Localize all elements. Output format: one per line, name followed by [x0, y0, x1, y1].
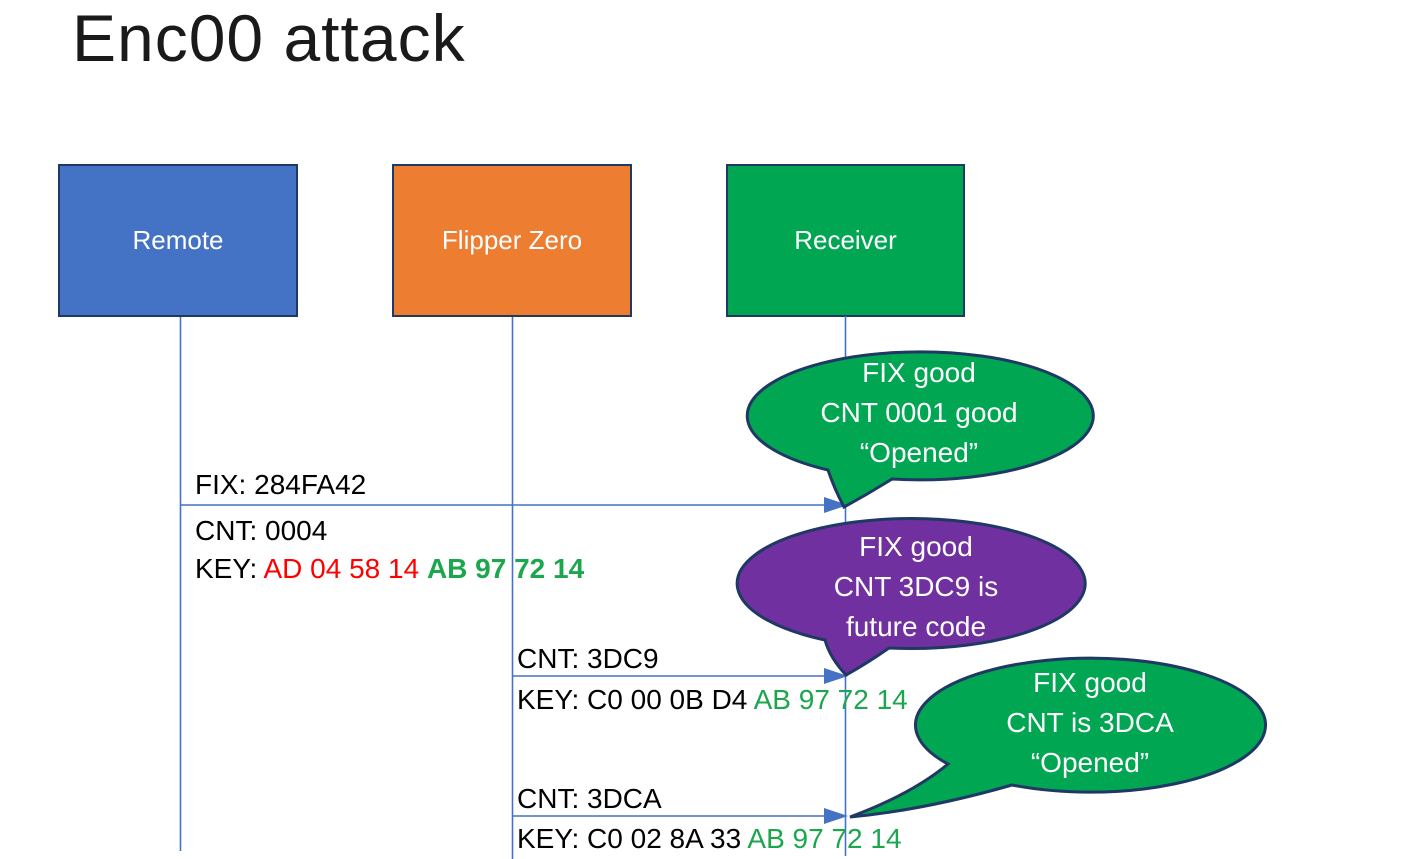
message-1-fix-label: FIX: 284FA42 — [195, 469, 367, 500]
arrowhead-2-icon — [824, 668, 848, 684]
message-2-key-black-part: C0 00 0B D4 — [587, 684, 754, 715]
message-1-key-label: KEY: AD 04 58 14 AB 97 72 14 — [195, 550, 584, 588]
callout-3-line-3: “Opened” — [1030, 747, 1150, 778]
message-2-key-green-part: AB 97 72 14 — [753, 684, 908, 715]
callout-3-text: FIX good CNT is 3DCA “Opened” — [940, 663, 1240, 783]
arrowhead-1-icon — [824, 497, 848, 513]
message-3-key-prefix: KEY: — [517, 823, 588, 854]
message-1-key-prefix: KEY: — [195, 553, 264, 584]
arrowhead-3-icon — [824, 808, 848, 824]
message-3-key-green-part: AB 97 72 14 — [747, 823, 902, 854]
page-title: Enc00 attack — [72, 1, 466, 75]
message-1-key-red-part: AD 04 58 14 — [263, 553, 427, 584]
callout-1-line-2: CNT 0001 good — [820, 397, 1018, 428]
callout-1-line-1: FIX good — [862, 357, 976, 388]
callout-2-line-1: FIX good — [859, 531, 973, 562]
callout-bubble-1 — [745, 350, 1095, 510]
actor-box-remote: Remote — [58, 164, 298, 317]
actor-label-flipper-zero: Flipper Zero — [441, 225, 583, 255]
actor-box-flipper-zero: Flipper Zero — [392, 164, 632, 317]
callout-2-text: FIX good CNT 3DC9 is future code — [766, 527, 1066, 647]
callout-1-text: FIX good CNT 0001 good “Opened” — [769, 353, 1069, 473]
message-3-key-black-part: C0 02 8A 33 — [587, 823, 748, 854]
message-2-key-prefix: KEY: — [517, 684, 588, 715]
message-2-key-label: KEY: C0 00 0B D4 AB 97 72 14 — [517, 681, 908, 719]
actor-label-remote: Remote — [132, 225, 224, 255]
callout-bubble-2 — [735, 517, 1087, 677]
callout-1-line-3: “Opened” — [859, 437, 979, 468]
message-3-key-label: KEY: C0 02 8A 33 AB 97 72 14 — [517, 820, 902, 858]
actor-label-receiver: Receiver — [794, 225, 897, 255]
message-2-cnt-label: CNT: 3DC9 — [517, 643, 659, 674]
message-1-key-green-part: AB 97 72 14 — [426, 553, 585, 584]
message-1-cnt-label: CNT: 0004 — [195, 515, 328, 546]
callout-2-line-2: CNT 3DC9 is — [833, 571, 999, 602]
message-3-cnt-label: CNT: 3DCA — [517, 783, 662, 814]
actor-box-receiver: Receiver — [726, 164, 965, 317]
callout-3-line-1: FIX good — [1033, 667, 1147, 698]
callout-2-line-3: future code — [845, 611, 987, 642]
callout-3-line-2: CNT is 3DCA — [1006, 707, 1174, 738]
callout-bubble-3 — [849, 656, 1267, 819]
